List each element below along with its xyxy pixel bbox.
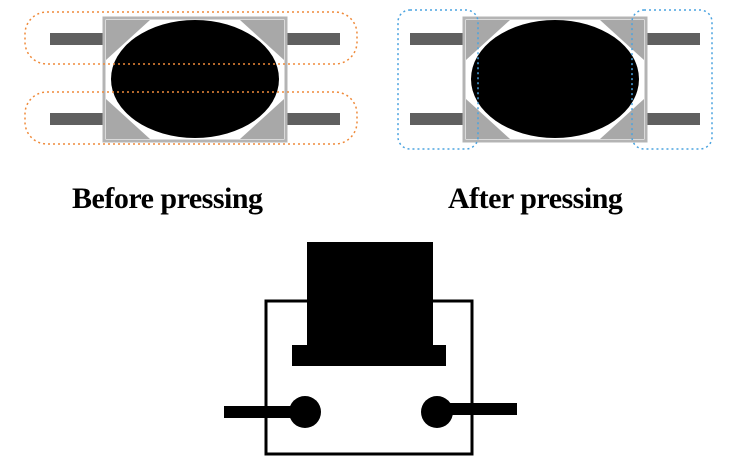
lead-top-right [645, 33, 700, 45]
housing-corner [466, 20, 510, 60]
lead-bottom-left [410, 113, 465, 125]
housing-corner [600, 99, 644, 139]
button-dome [471, 20, 639, 138]
schematic-plunger [307, 242, 433, 347]
lead-bottom-right [285, 113, 340, 125]
contact-region-right [631, 9, 713, 150]
lead-top-left [50, 33, 105, 45]
housing-corner [240, 20, 284, 60]
lead-bottom-left [50, 113, 105, 125]
schematic-actuator [292, 345, 446, 366]
contact-region-top [24, 11, 358, 65]
switch-after-pressing [397, 9, 713, 150]
switch-schematic [224, 242, 517, 456]
switch-before-pressing [24, 11, 358, 145]
contact-region-bottom [24, 91, 358, 145]
housing-corner [466, 99, 510, 139]
housing-corner [600, 20, 644, 60]
button-dome [111, 20, 279, 138]
contact-region-left [397, 9, 479, 150]
lead-bottom-right [645, 113, 700, 125]
housing-corner [106, 20, 150, 60]
caption-after-pressing: After pressing [448, 182, 623, 215]
housing-corner [106, 99, 150, 139]
schematic-wire-right [434, 403, 517, 415]
housing-corner [240, 99, 284, 139]
caption-before-pressing: Before pressing [72, 182, 263, 215]
schematic-wire-left [224, 406, 308, 418]
lead-top-right [285, 33, 340, 45]
lead-top-left [410, 33, 465, 45]
